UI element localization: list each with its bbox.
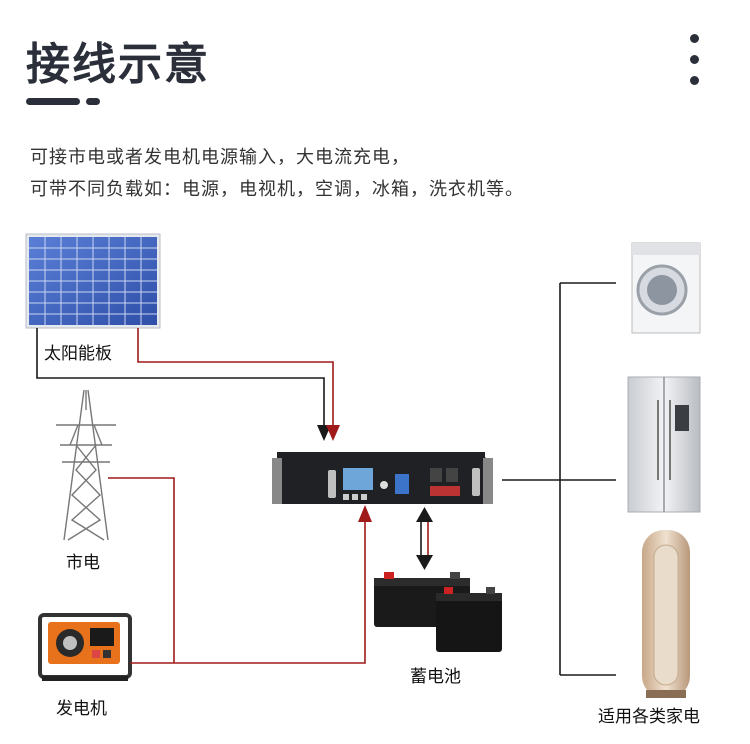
grid-label: 市电 bbox=[66, 553, 100, 573]
title-underline-dot bbox=[86, 98, 100, 105]
title-underline bbox=[26, 98, 80, 105]
solar-red-arrow bbox=[326, 425, 340, 441]
battery-down-arrow bbox=[416, 555, 433, 570]
inverter-device-icon bbox=[272, 452, 493, 504]
solar-label: 太阳能板 bbox=[44, 344, 112, 364]
solar-panel-icon bbox=[25, 233, 161, 329]
solar-red-wire bbox=[137, 328, 334, 428]
description-line-2: 可带不同负载如：电源，电视机，空调，冰箱，洗衣机等。 bbox=[30, 179, 524, 200]
description-line-1: 可接市电或者发电机电源输入，大电流充电， bbox=[30, 147, 410, 168]
washing-machine-icon bbox=[631, 242, 701, 334]
battery-label: 蓄电池 bbox=[410, 667, 461, 687]
battery-icon bbox=[374, 572, 502, 652]
page-title: 接线示意 bbox=[26, 39, 210, 90]
generator-red-wire bbox=[130, 520, 366, 664]
air-conditioner-icon bbox=[642, 530, 690, 698]
generator-red-arrow bbox=[358, 505, 372, 522]
solar-dark-wire bbox=[36, 328, 325, 428]
appliances-label: 适用各类家电 bbox=[598, 707, 700, 727]
more-vertical-icon[interactable] bbox=[688, 34, 700, 88]
grid-red-wire bbox=[108, 477, 175, 663]
generator-label: 发电机 bbox=[56, 699, 107, 719]
solar-dark-arrow bbox=[317, 425, 331, 441]
power-tower-icon bbox=[56, 389, 116, 541]
generator-icon bbox=[38, 613, 132, 681]
battery-up-arrow bbox=[416, 507, 433, 522]
refrigerator-icon bbox=[627, 376, 701, 513]
